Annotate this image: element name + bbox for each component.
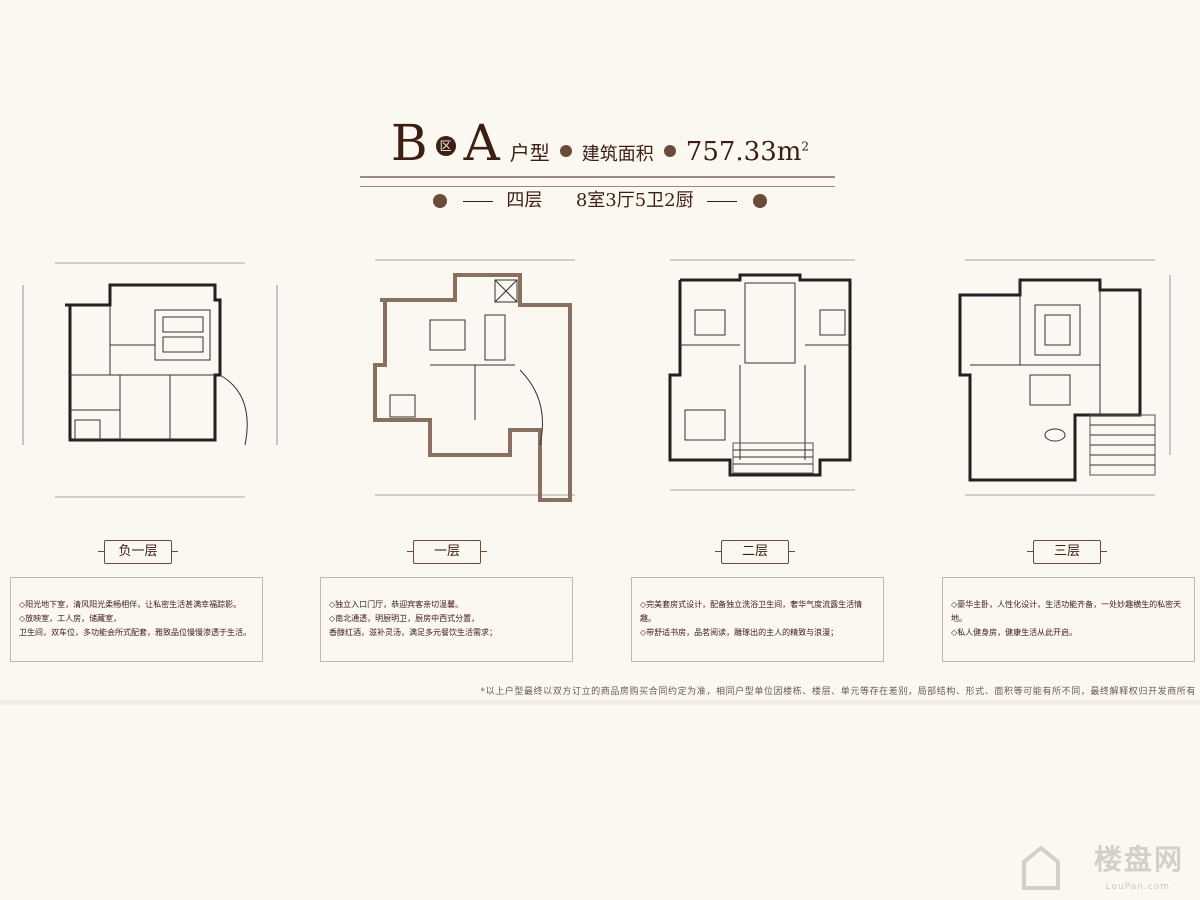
ornament-dot-icon bbox=[559, 145, 572, 157]
floor-plan-first bbox=[345, 245, 595, 520]
floor-plan-first-drawing bbox=[373, 259, 575, 502]
unit-letter: A bbox=[463, 114, 500, 172]
floor-plan-third-drawing bbox=[958, 259, 1171, 496]
watermark-brand: 楼盘网 bbox=[1093, 843, 1184, 876]
floor-plan-second-drawing bbox=[668, 259, 855, 491]
ornament-medallion-icon bbox=[753, 194, 768, 208]
plan-header: B 区 A 户型 建筑面积 757.33m2 bbox=[0, 118, 1200, 168]
floor-tab-third: 三层 bbox=[1027, 540, 1107, 564]
floor-plan-basement bbox=[15, 245, 285, 515]
desc-line: ◇放映室，工人房，储藏室， bbox=[19, 614, 122, 623]
floor-plan-basement-drawing bbox=[22, 262, 278, 498]
block-letter: B bbox=[390, 114, 428, 172]
floor-count: 四层 bbox=[506, 190, 543, 211]
divider-line bbox=[707, 200, 738, 202]
divider-line bbox=[462, 200, 493, 202]
desc-line: ◇南北通透，明厨明卫，厨房中西式分置， bbox=[329, 614, 480, 623]
watermark-url: LouPan.com bbox=[1105, 882, 1170, 892]
desc-line: ◇豪华主卧，人性化设计，生活功能齐备，一处妙趣横生的私密天地。 bbox=[951, 600, 1182, 623]
house-logo-icon bbox=[1022, 846, 1060, 890]
bottom-strip bbox=[0, 700, 1200, 705]
title-row: B 区 A 户型 建筑面积 757.33m2 bbox=[0, 118, 1200, 168]
desc-line: ◇完美套房式设计，配备独立洗浴卫生间，奢华气度流露生活情趣。 bbox=[640, 600, 863, 623]
desc-box-first: ◇独立入口门厅，恭迎宾客亲切温馨。 ◇南北通透，明厨明卫，厨房中西式分置， 香醇… bbox=[320, 577, 573, 662]
unit-type-label: 户型 bbox=[509, 141, 550, 165]
desc-line: ◇阳光地下室，清风阳光柔畅相伴，让私密生活甚满幸福踪影。 bbox=[19, 600, 242, 609]
ornament-dot-icon bbox=[663, 145, 676, 157]
desc-box-basement: ◇阳光地下室，清风阳光柔畅相伴，让私密生活甚满幸福踪影。 ◇放映室，工人房，储藏… bbox=[10, 577, 263, 662]
desc-line: 卫生间，双车位，多功能会所式配套，雅致品位慢慢渗透于生活。 bbox=[19, 628, 251, 637]
disclaimer-text: *以上户型最终以双方订立的商品房购买合同约定为准，相同户型单位因楼栋、楼层、单元… bbox=[480, 687, 1196, 697]
desc-line: ◇带舒适书房，品茗阅读，雕琢出的主人的精致与浪漫； bbox=[640, 628, 839, 637]
subtitle-row: 四层 8室3厅5卫2厨 bbox=[0, 186, 1200, 212]
title-rule bbox=[360, 176, 835, 187]
ornament-medallion-icon bbox=[432, 194, 447, 208]
desc-box-second: ◇完美套房式设计，配备独立洗浴卫生间，奢华气度流露生活情趣。 ◇带舒适书房，品茗… bbox=[631, 577, 884, 662]
area-unit-sup: 2 bbox=[801, 139, 810, 154]
desc-line: ◇独立入口门厅，恭迎宾客亲切温馨。 bbox=[329, 600, 464, 609]
zone-badge: 区 bbox=[435, 136, 456, 156]
floor-plan-third bbox=[945, 245, 1180, 505]
desc-line: ◇私人健身房，健康生活从此开启。 bbox=[951, 628, 1078, 637]
desc-line: 香醇红酒，滋补灵汤，满足多元餐饮生活需求； bbox=[329, 628, 497, 637]
floor-tab-first: 一层 bbox=[407, 540, 487, 564]
area-label: 建筑面积 bbox=[581, 144, 654, 165]
room-config: 8室3厅5卫2厨 bbox=[575, 190, 694, 211]
floor-plan-second bbox=[655, 245, 870, 500]
area-value: 757.33m2 bbox=[685, 137, 810, 167]
floor-tab-basement: 负一层 bbox=[98, 540, 178, 564]
desc-box-third: ◇豪华主卧，人性化设计，生活功能齐备，一处妙趣横生的私密天地。 ◇私人健身房，健… bbox=[942, 577, 1195, 662]
floor-tab-second: 二层 bbox=[715, 540, 795, 564]
